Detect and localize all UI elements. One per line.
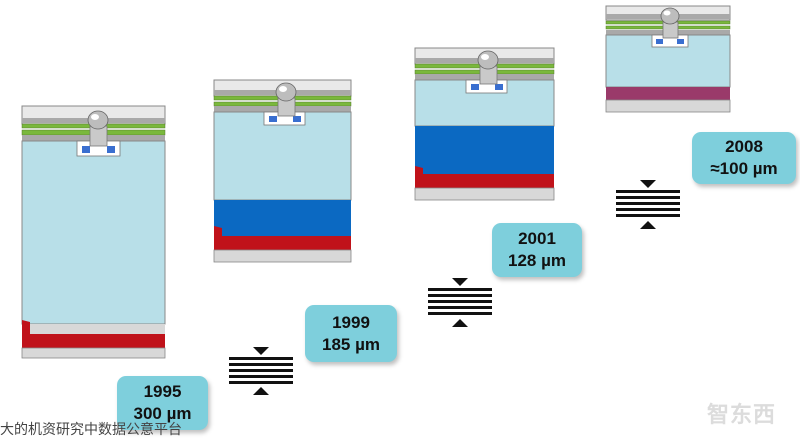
label-year: 2008 (725, 137, 763, 156)
label-year: 2001 (518, 229, 556, 248)
device-1999 (213, 79, 352, 263)
thinning-indicator-2 (428, 278, 492, 327)
label-1999: 1999 185 µm (305, 305, 397, 362)
label-year: 1999 (332, 312, 370, 332)
device-2008 (605, 5, 731, 113)
source-caption: 大的机资研究中数据公意平台 (0, 421, 182, 437)
watermark-logo: 智东西 (706, 403, 776, 428)
label-thickness: 128 µm (508, 251, 566, 270)
thinning-indicator-1 (229, 347, 293, 395)
thinning-indicator-3 (616, 180, 680, 229)
label-thickness: 185 µm (322, 334, 380, 354)
label-thickness: 300 µm (133, 404, 192, 423)
label-1995: 1995 300 µm (117, 376, 208, 430)
label-2001: 2001 128 µm (492, 223, 582, 277)
label-year: 1995 (143, 382, 182, 401)
device-1995 (21, 105, 166, 359)
device-2001 (414, 47, 555, 201)
label-2008: 2008 ≈100 µm (692, 132, 796, 184)
label-thickness: ≈100 µm (710, 159, 778, 178)
